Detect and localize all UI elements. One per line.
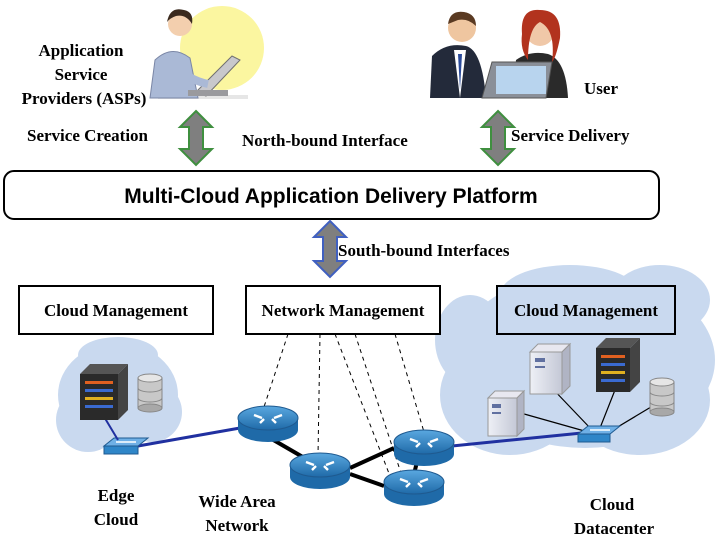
service-delivery-label: Service Delivery	[511, 126, 630, 145]
asp-person-illustration	[149, 6, 264, 99]
cloud-management-left-label: Cloud Management	[44, 301, 188, 320]
northbound-interface-label: North-bound Interface	[242, 131, 408, 150]
cloud-management-right-label: Cloud Management	[514, 301, 658, 320]
server-icon	[596, 338, 640, 392]
cloud-management-right-box	[496, 285, 676, 335]
network-management-box	[245, 285, 441, 335]
switch-icon	[576, 425, 622, 443]
asp-label-line-1: Application	[38, 41, 124, 60]
southbound-arrow	[311, 219, 349, 279]
edge-cloud-label-line-2: Cloud	[94, 510, 139, 529]
datacenter-label-line-1: Cloud	[590, 495, 635, 514]
server-icon	[80, 364, 128, 420]
service-creation-label: Service Creation	[27, 126, 149, 145]
service-creation-arrow	[177, 109, 215, 167]
platform-box	[3, 170, 660, 220]
server-icon	[528, 342, 572, 396]
storage-icon	[649, 377, 675, 417]
edge-cloud-label-line-1: Edge	[98, 486, 135, 505]
router-icon	[383, 469, 445, 506]
asp-label-line-3: Providers (ASPs)	[22, 89, 147, 108]
cloud-management-left-box	[18, 285, 214, 335]
router-icon	[393, 429, 455, 466]
router-icon	[289, 452, 351, 489]
server-icon	[486, 389, 526, 438]
wan-label-line-1: Wide Area	[198, 492, 276, 511]
service-delivery-arrow	[479, 109, 517, 167]
datacenter-label-line-2: Datacenter	[574, 519, 655, 538]
control-dashed-lines	[261, 333, 425, 477]
asp-label-line-2: Service	[55, 65, 108, 84]
storage-icon	[137, 373, 163, 413]
user-label: User	[584, 79, 618, 98]
router-icon	[237, 405, 299, 442]
network-management-label: Network Management	[262, 301, 425, 320]
platform-title: Multi-Cloud Application Delivery Platfor…	[124, 185, 537, 208]
users-photo	[430, 2, 575, 99]
southbound-interface-label: South-bound Interfaces	[338, 241, 510, 260]
switch-icon	[102, 437, 150, 455]
wan-label-line-2: Network	[205, 516, 269, 535]
